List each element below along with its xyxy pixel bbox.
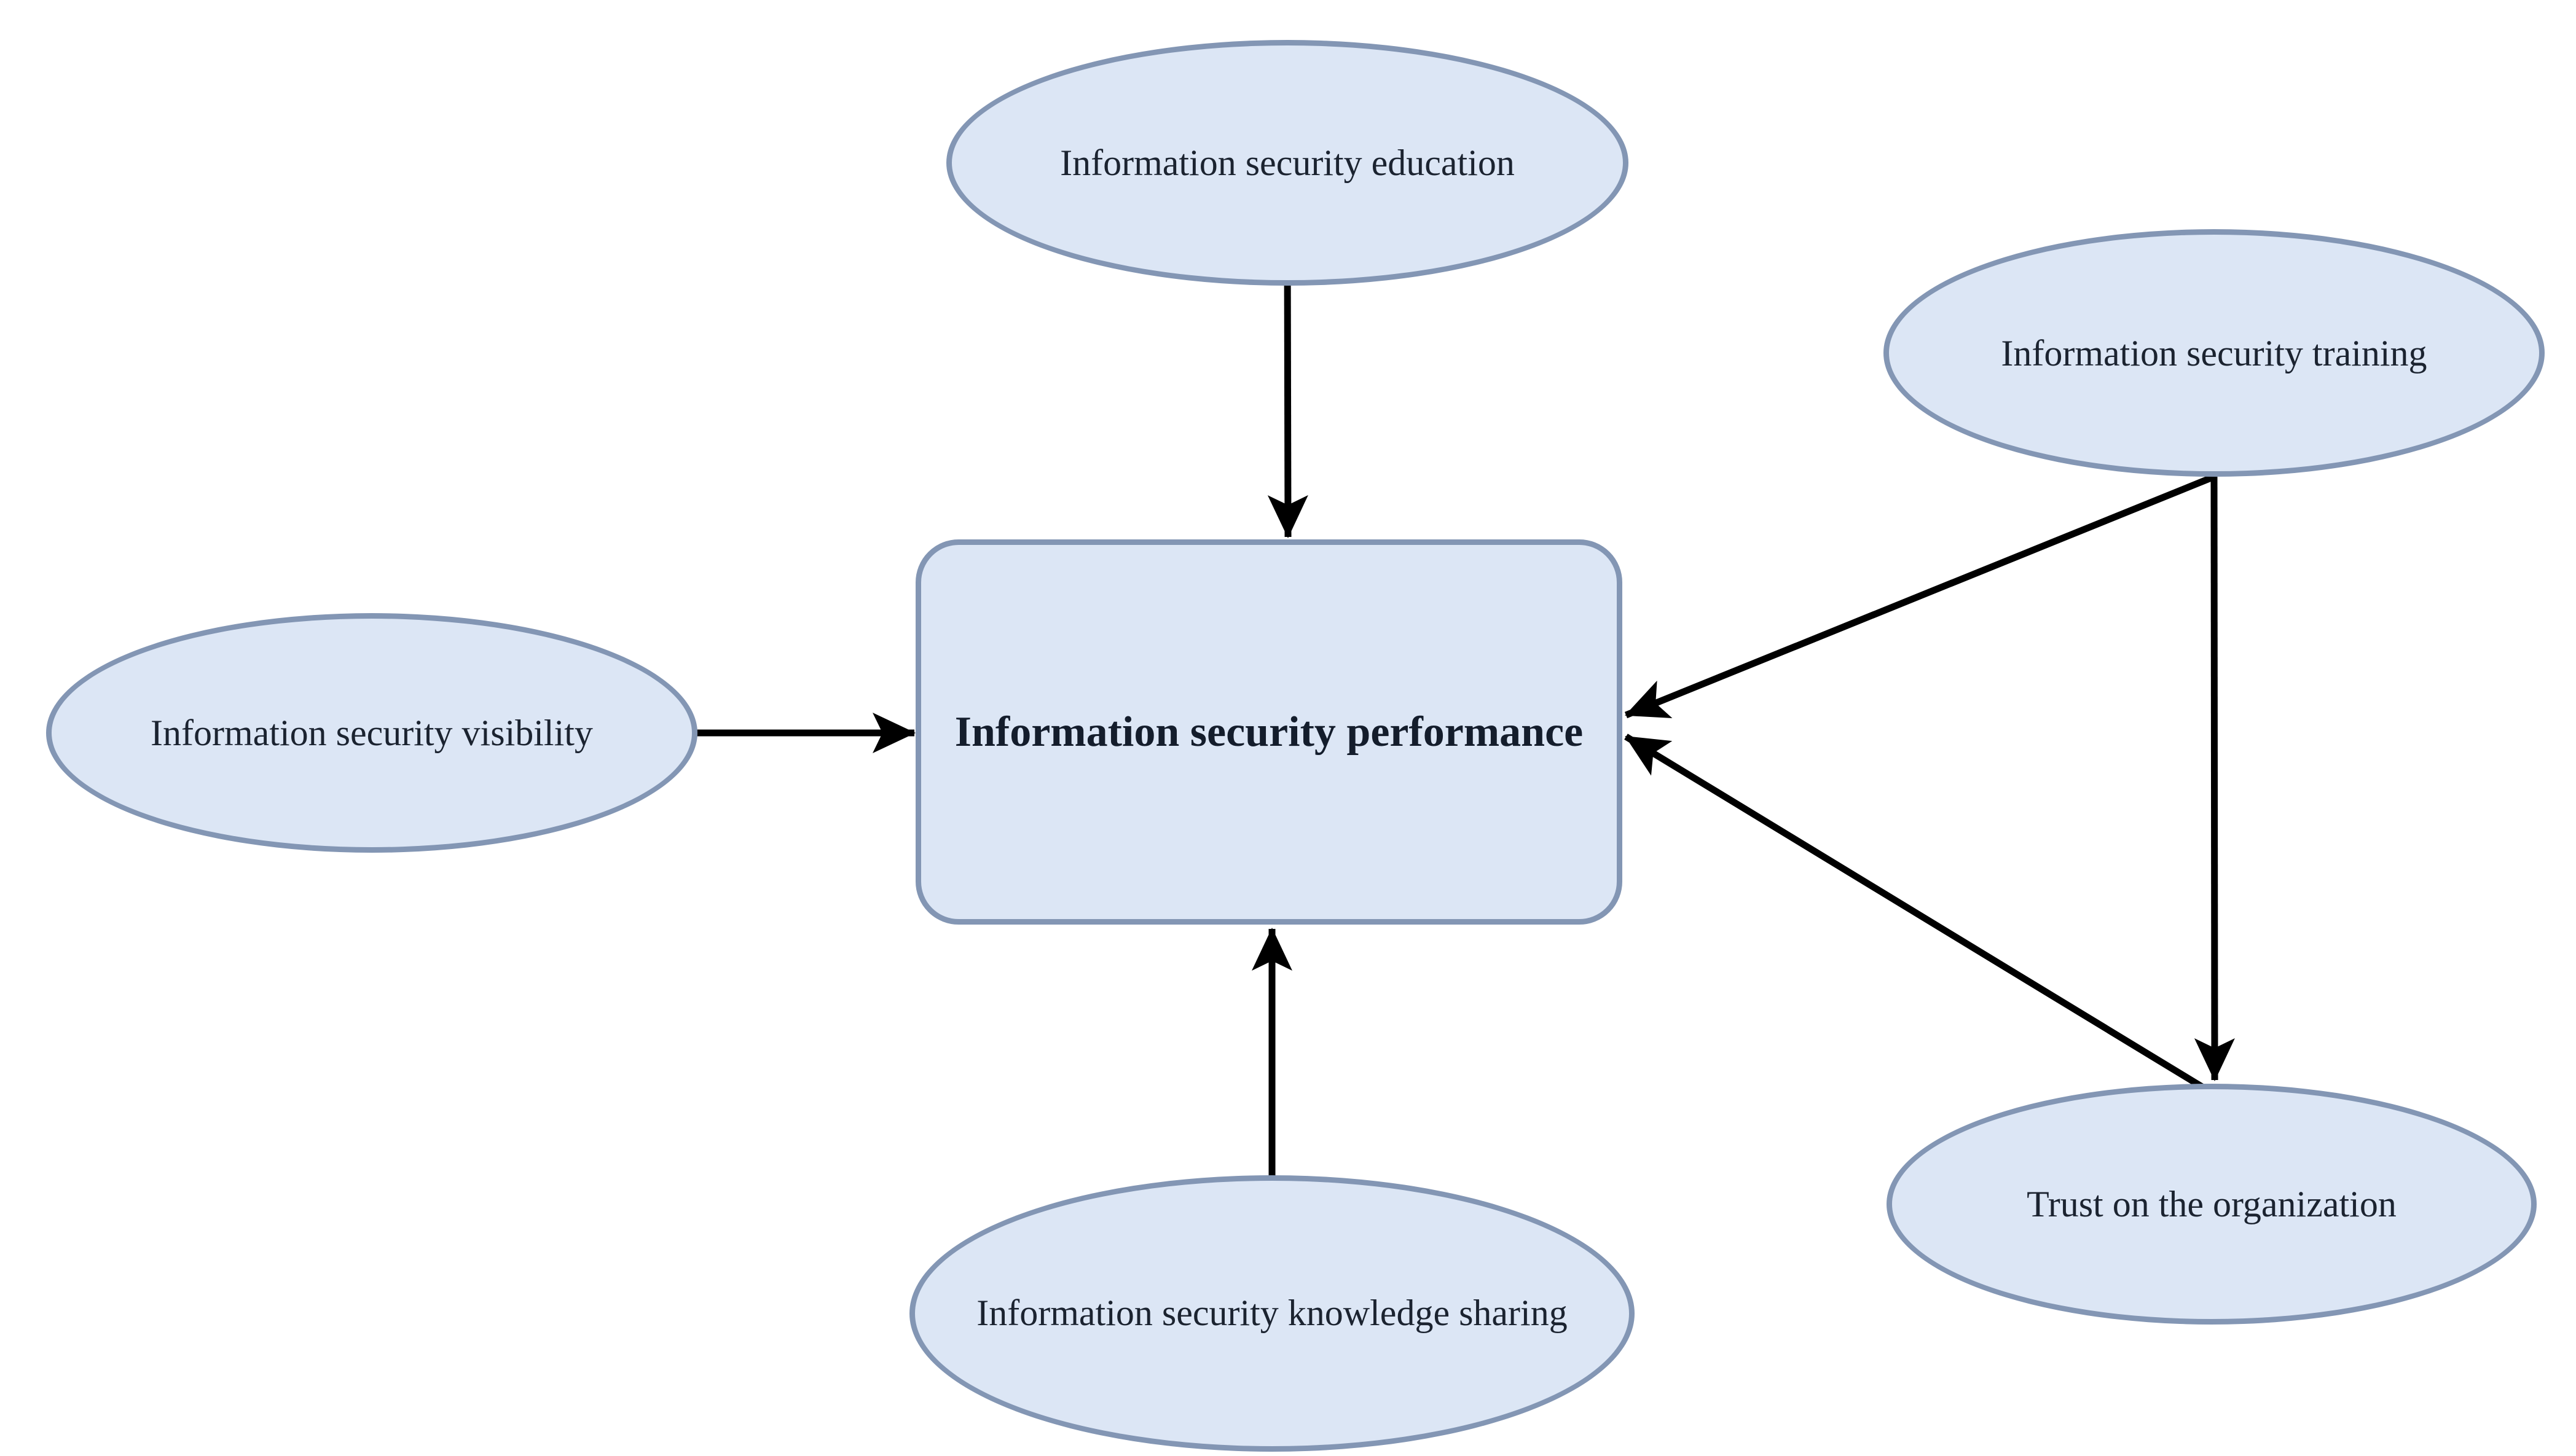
node-label: Trust on the organization <box>2027 1184 2397 1224</box>
node-label: Information security training <box>2001 332 2427 374</box>
edge-training-to-performance <box>1624 473 2216 719</box>
node-information-security-knowledge-sharing: Information security knowledge sharing <box>909 1175 1635 1452</box>
edge-training-to-trust <box>2194 476 2235 1081</box>
edge-trust-to-performance <box>1624 734 2205 1090</box>
node-information-security-education: Information security education <box>946 40 1628 286</box>
node-information-security-performance: Information security performance <box>916 539 1622 925</box>
node-label: Information security visibility <box>151 713 593 753</box>
node-label: Information security knowledge sharing <box>976 1293 1568 1334</box>
edge-education-to-performance <box>1267 245 1308 538</box>
node-label: Information security performance <box>954 708 1584 756</box>
node-information-security-training: Information security training <box>1883 229 2545 477</box>
node-trust-on-the-organization: Trust on the organization <box>1887 1084 2537 1325</box>
node-label: Information security education <box>1060 143 1515 183</box>
node-information-security-visibility: Information security visibility <box>46 613 697 853</box>
